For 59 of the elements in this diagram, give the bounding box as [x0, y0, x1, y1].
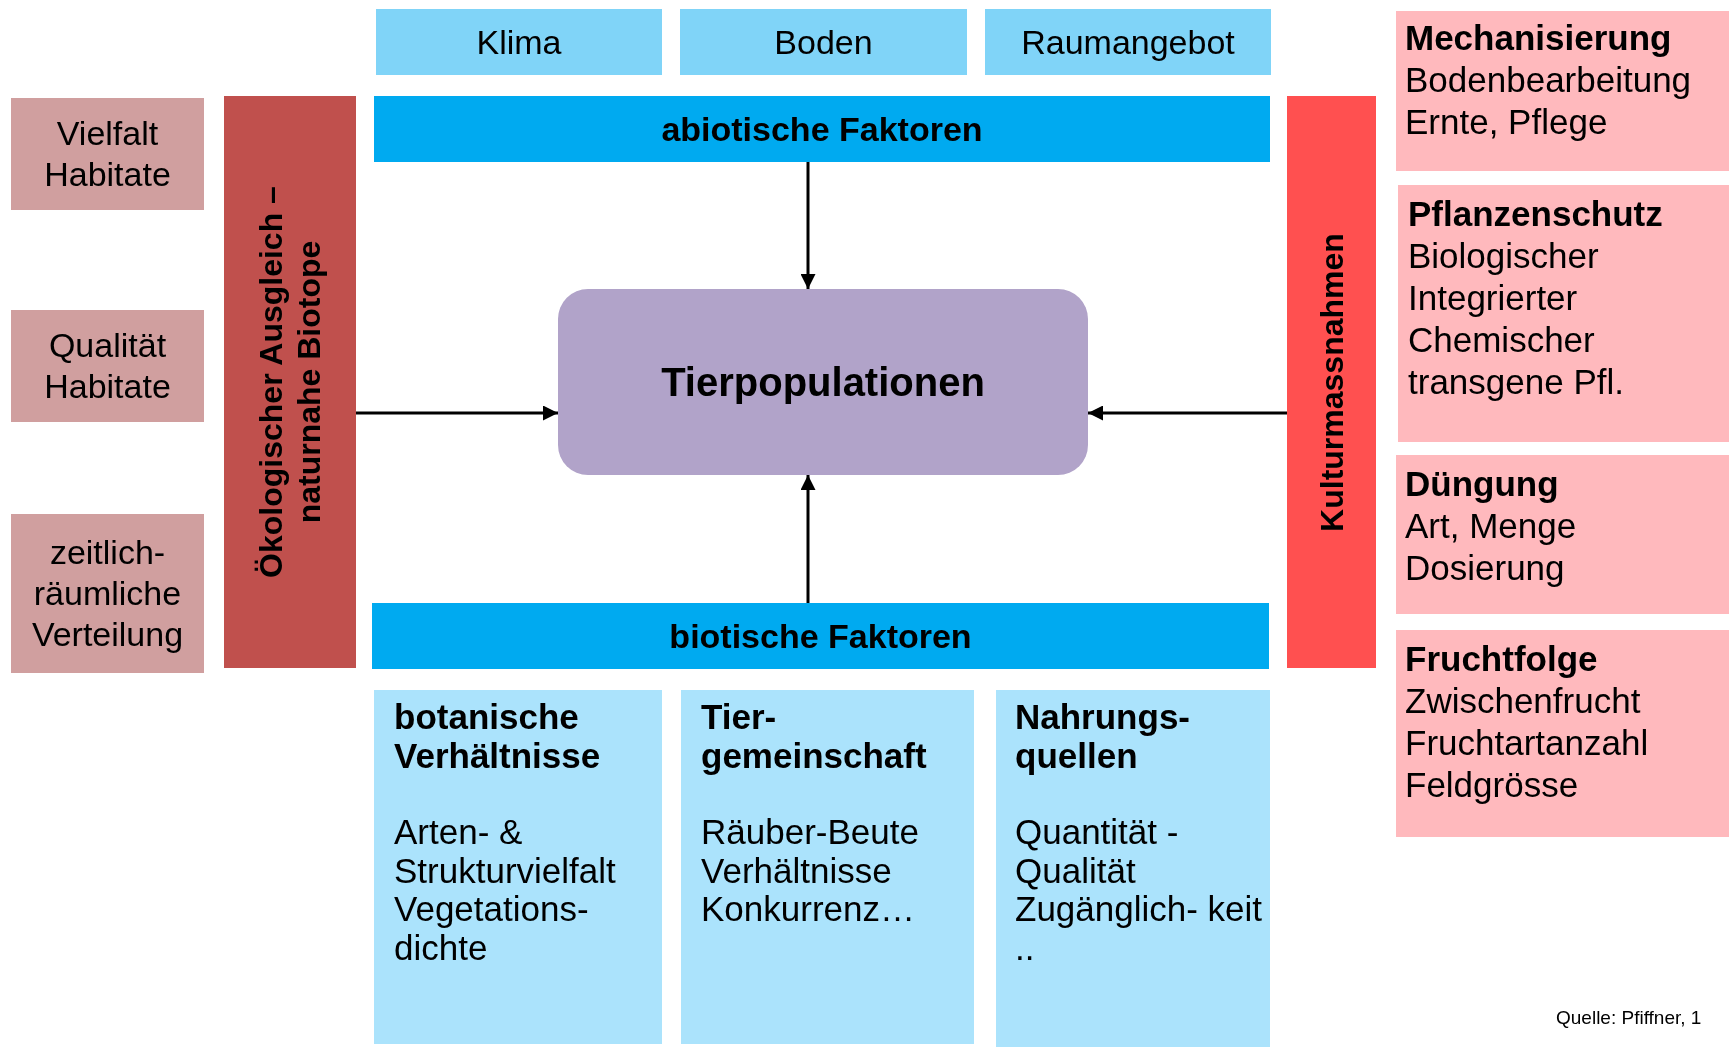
- vertical-band: [1287, 96, 1376, 668]
- factor-card: [996, 690, 1270, 1047]
- node-label: Tierpopulationen: [660, 359, 986, 406]
- heading: botanische Verhältnisse: [394, 698, 602, 775]
- arrow: [1088, 405, 1287, 421]
- item-text: Ernte, Pflege: [1405, 101, 1609, 143]
- arrow: [800, 475, 816, 603]
- node-label: Raumangebot: [1020, 21, 1236, 63]
- item-text: Zwischenfrucht: [1405, 680, 1642, 722]
- item-text: Bodenbearbeitung: [1405, 59, 1693, 101]
- factor-box: [985, 9, 1271, 75]
- item-text: Vegetations- dichte: [394, 890, 590, 967]
- measure-box: [1396, 11, 1729, 171]
- heading: Tier- gemeinschaft: [701, 698, 928, 775]
- arrow: [800, 162, 816, 289]
- node-label: Qualität Habitate: [43, 325, 172, 407]
- factor-box: [680, 9, 967, 75]
- center-box: [558, 289, 1088, 475]
- item-text: Räuber-Beute Verhältnisse: [701, 813, 920, 890]
- item-text: transgene Pfl.: [1408, 361, 1625, 403]
- habitat-box: [11, 98, 204, 210]
- factor-bar: [372, 603, 1269, 669]
- item-text: Konkurrenz…: [701, 890, 916, 929]
- heading: Mechanisierung: [1405, 17, 1673, 59]
- item-text: Biologischer: [1408, 235, 1600, 277]
- measure-box: [1398, 185, 1729, 442]
- node-label: Boden: [773, 21, 874, 63]
- item-text: Quantität - Qualität: [1015, 813, 1180, 890]
- node-label: biotische Faktoren: [668, 615, 973, 657]
- item-text: Fruchtartanzahl: [1405, 722, 1650, 764]
- item-text: Art, Menge: [1405, 505, 1578, 547]
- vertical-band: [224, 96, 356, 668]
- node-label: abiotische Faktoren: [660, 108, 984, 150]
- factor-box: [376, 9, 662, 75]
- item-text: Dosierung: [1405, 547, 1566, 589]
- node-label: Klima: [475, 21, 563, 63]
- factor-card: [681, 690, 974, 1044]
- band-label: Ökologischer Ausgleich – naturnahe Biotope: [251, 185, 328, 580]
- source-note: Quelle: Pfiffner, 1: [1556, 1007, 1702, 1029]
- measure-box: [1396, 630, 1729, 837]
- band-label: Kulturmassnahmen: [1312, 231, 1351, 534]
- item-text: Feldgrösse: [1405, 764, 1580, 806]
- arrow: [356, 405, 558, 421]
- factor-card: [374, 690, 662, 1044]
- item-text: Chemischer: [1408, 319, 1596, 361]
- measure-box: [1396, 455, 1729, 614]
- factor-bar: [374, 96, 1270, 162]
- heading: Pflanzenschutz: [1408, 193, 1664, 235]
- item-text: Integrierter: [1408, 277, 1579, 319]
- habitat-box: [11, 514, 204, 673]
- heading: Fruchtfolge: [1405, 638, 1599, 680]
- node-label: zeitlich- räumliche Verteilung: [30, 532, 185, 655]
- item-text: Arten- & Strukturvielfalt: [394, 813, 617, 890]
- item-text: ..: [1015, 928, 1035, 967]
- node-label: Vielfalt Habitate: [43, 113, 172, 195]
- item-text: Zugänglich- keit: [1015, 890, 1264, 929]
- heading: Nahrungs- quellen: [1015, 698, 1191, 775]
- heading: Düngung: [1405, 463, 1560, 505]
- habitat-box: [11, 310, 204, 422]
